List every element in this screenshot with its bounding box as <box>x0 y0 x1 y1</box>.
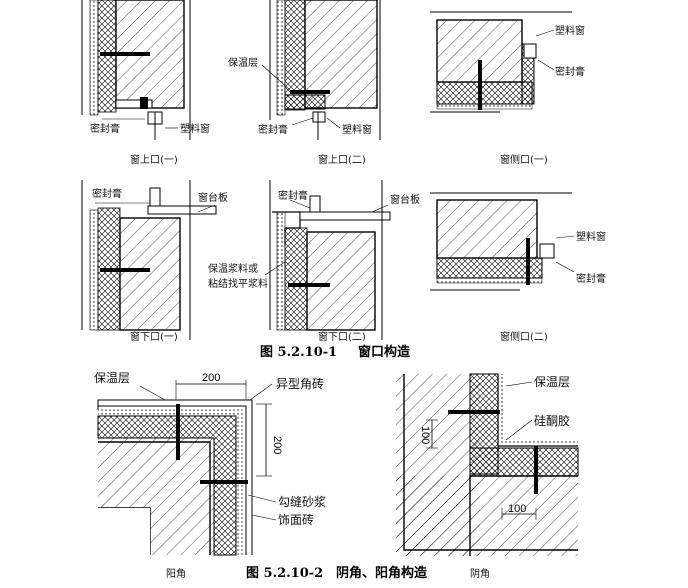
label-d3-plastic-window: 塑料窗 <box>555 24 585 37</box>
label-d1-seal: 密封膏 <box>90 122 120 135</box>
label-d2-seal: 密封膏 <box>258 123 288 136</box>
detail-window-jamb-2 <box>430 192 575 291</box>
caption-window-sill-2: 窗下口(二) <box>318 330 366 343</box>
dimension-internal-bottom: 100 <box>508 503 526 515</box>
caption-window-sill-1: 窗下口(一) <box>130 330 178 343</box>
label-d1-plastic-window: 塑料窗 <box>180 122 210 135</box>
dimension-internal-side: 100 <box>419 426 431 444</box>
label-facing-tile: 饰面砖 <box>278 512 314 527</box>
label-d5-seal: 密封膏 <box>278 189 308 202</box>
detail-window-head-2 <box>261 0 381 140</box>
caption-internal-corner: 阴角 <box>470 568 490 580</box>
caption-window-jamb-1: 窗侧口(一) <box>500 153 548 166</box>
label-pointing-mortar: 勾缝砂浆 <box>278 494 326 509</box>
caption-window-jamb-2: 窗侧口(二) <box>500 330 548 343</box>
caption-window-head-1: 窗上口(一) <box>130 153 178 166</box>
caption-window-head-2: 窗上口(二) <box>318 153 366 166</box>
label-shaped-corner-tile: 异型角砖 <box>276 376 324 391</box>
label-d2-plastic-window: 塑料窗 <box>342 123 372 136</box>
figure-number-1: 图 5.2.10-1 <box>260 345 337 360</box>
label-d5-sill: 窗台板 <box>390 193 420 206</box>
dimension-external-top: 200 <box>202 372 220 384</box>
label-d4-seal: 密封膏 <box>92 187 122 200</box>
detail-internal-corner <box>396 373 579 556</box>
detail-window-head-1 <box>81 0 191 140</box>
detail-window-sill-1 <box>81 180 217 340</box>
detail-window-sill-2 <box>264 180 391 340</box>
label-d6-plastic-window: 塑料窗 <box>576 230 606 243</box>
detail-external-corner <box>97 380 277 556</box>
label-silicone-sealant: 硅酮胶 <box>534 413 570 428</box>
label-d4-sill: 窗台板 <box>198 191 228 204</box>
label-external-insulation: 保温层 <box>94 371 130 385</box>
figure-number-2: 图 5.2.10-2 <box>246 566 323 581</box>
dimension-external-side: 200 <box>271 436 283 454</box>
figure-title-1: 窗口构造 <box>358 344 411 360</box>
label-d2-insulation: 保温层 <box>228 56 258 69</box>
label-d5-mortar-line1: 保温浆料或 <box>208 262 258 275</box>
label-d6-seal: 密封膏 <box>576 272 606 285</box>
label-d5-mortar-line2: 粘结找平浆料 <box>208 277 268 290</box>
label-internal-insulation: 保温层 <box>534 375 570 389</box>
detail-window-jamb-1 <box>430 11 572 113</box>
caption-external-corner: 阳角 <box>166 568 186 580</box>
figure-title-2: 阴角、阳角构造 <box>336 565 428 581</box>
label-d3-seal: 密封膏 <box>555 65 585 78</box>
